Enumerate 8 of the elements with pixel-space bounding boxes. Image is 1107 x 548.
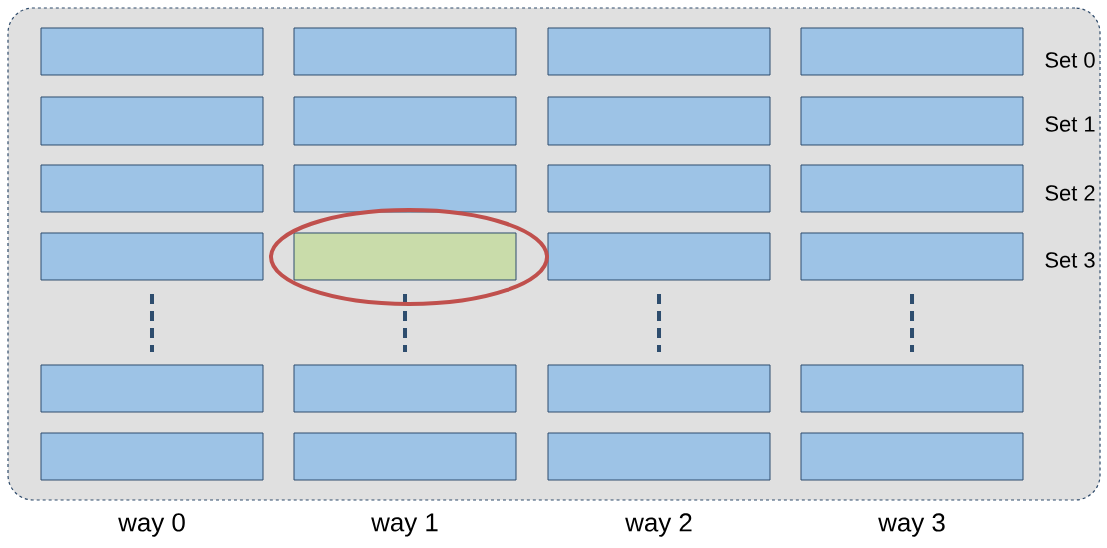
way-label: way 3	[878, 513, 945, 537]
way-label: way 1	[371, 513, 438, 537]
set-label: Set 0	[1045, 52, 1095, 68]
set-label: Set 2	[1045, 185, 1095, 201]
set-label: Set 3	[1045, 252, 1095, 268]
set-label: Set 1	[1045, 116, 1095, 132]
way-label: way 2	[625, 513, 692, 537]
way-label: way 0	[118, 513, 185, 537]
